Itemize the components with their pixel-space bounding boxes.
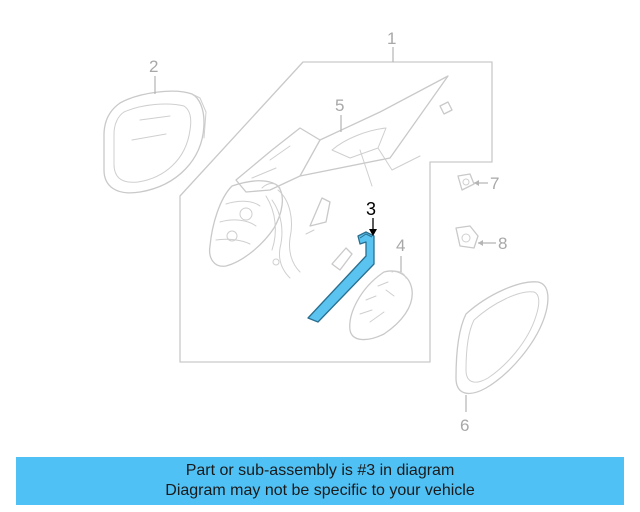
screw-part-7 — [457, 173, 475, 191]
mirror-cover-part-2 — [103, 90, 207, 194]
caption-bar: Part or sub-assembly is #3 in diagram Di… — [16, 457, 624, 505]
callout-4: 4 — [396, 236, 405, 255]
part-3-highlighted — [307, 231, 375, 323]
clip-on-panel — [439, 101, 453, 115]
clip-part-8 — [455, 225, 479, 249]
mirror-glass-part-6 — [455, 281, 549, 395]
parts-diagram: 1 2 5 3 — [103, 29, 549, 435]
callout-2: 2 — [149, 57, 158, 76]
leader-7-arrow — [474, 180, 479, 186]
assembly-outline — [179, 61, 493, 363]
callout-6: 6 — [460, 416, 469, 435]
caption-line-part-number: Part or sub-assembly is #3 in diagram — [185, 462, 455, 479]
leader-3-arrow — [369, 229, 377, 236]
callout-8: 8 — [498, 234, 507, 253]
mirror-actuator-assembly — [208, 180, 301, 279]
callout-3: 3 — [366, 199, 376, 219]
callout-7: 7 — [490, 174, 499, 193]
small-bracket-pieces — [305, 197, 353, 271]
mirror-base-part-5 — [235, 75, 449, 193]
callout-1: 1 — [387, 29, 396, 48]
caption-line-disclaimer: Diagram may not be specific to your vehi… — [165, 482, 475, 499]
lower-cover-part-4 — [349, 270, 413, 341]
callout-5: 5 — [335, 96, 344, 115]
leader-8-arrow — [478, 240, 483, 246]
